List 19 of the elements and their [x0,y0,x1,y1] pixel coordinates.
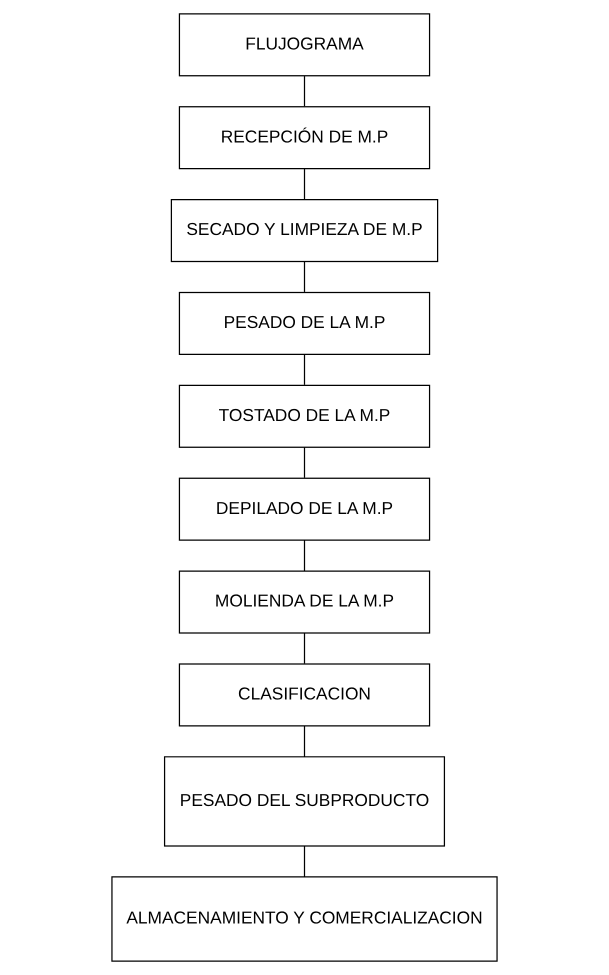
node-box: PESADO DE LA M.P [178,292,430,355]
node-box: DEPILADO DE LA M.P [178,478,430,541]
node-box: PESADO DEL SUBPRODUCTO [164,756,446,847]
connector [304,448,306,478]
node-box: CLASIFICACION [178,663,430,726]
node-box: TOSTADO DE LA M.P [178,384,430,448]
node-box: SECADO Y LIMPIEZA DE M.P [170,199,438,262]
node-box: FLUJOGRAMA [178,13,430,76]
connector [304,262,306,292]
connector [304,354,306,385]
connector [304,169,306,200]
connector [304,726,306,757]
node-box: MOLIENDA DE LA M.P [178,570,430,634]
node-box: ALMACENAMIENTO Y COMERCIALIZACION [111,876,498,962]
connector [304,633,306,664]
connector [304,846,306,877]
connector [304,540,306,571]
connector [304,76,306,106]
node-box: RECEPCIÓN DE M.P [178,106,430,170]
